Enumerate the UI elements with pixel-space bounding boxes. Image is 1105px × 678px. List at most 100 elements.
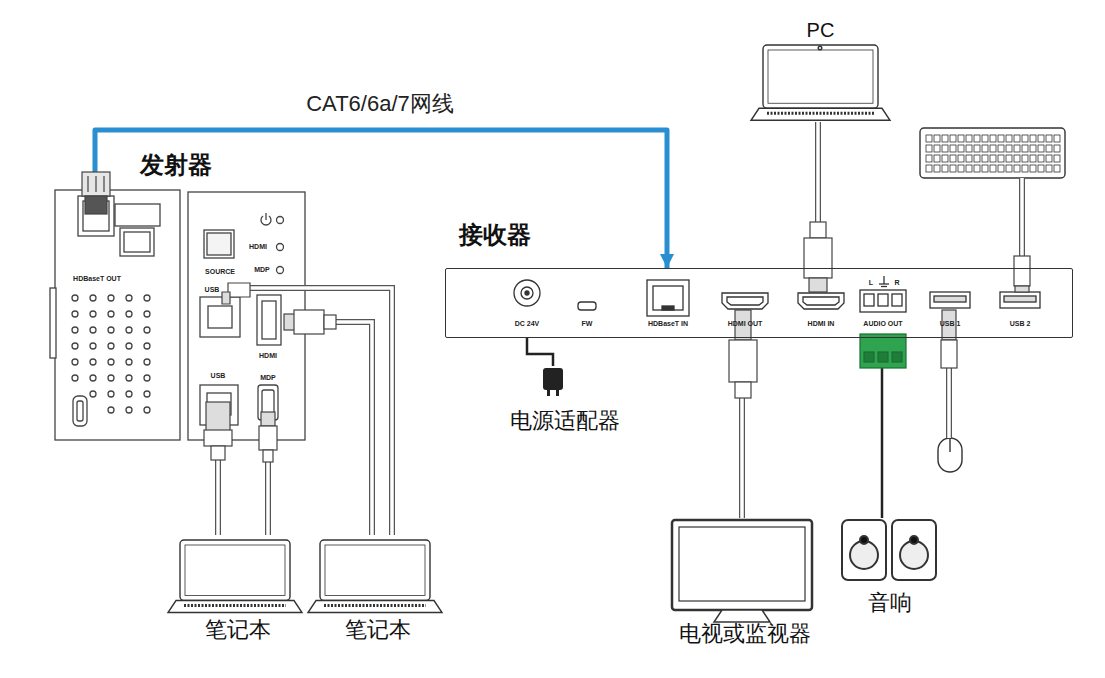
peripheral-cables-part [1019, 178, 1025, 258]
speakers-part [892, 520, 936, 580]
transmitter-side-panel-part-part [108, 327, 114, 333]
port-label: HDMI IN [808, 320, 835, 328]
usb-plug [941, 310, 957, 368]
keyboard-part-part [990, 165, 996, 172]
transmitter-side-panel-part-part [108, 359, 114, 365]
keyboard-part-part [942, 155, 948, 162]
laptops-part-part [320, 540, 430, 601]
keyboard-part-part [1030, 155, 1036, 162]
keyboard-part [920, 128, 1065, 178]
audio-terminal-plug-part [892, 352, 902, 362]
port-label: HDMI [259, 352, 277, 360]
hdmi-plug [804, 222, 832, 292]
keyboard-part-part [998, 155, 1004, 162]
transmitter-side-panel-part-part [144, 375, 150, 381]
transmitter-side-panel-part-part [108, 343, 114, 349]
keyboard-part-part [1014, 165, 1020, 172]
keyboard-part-part [1014, 155, 1020, 162]
port-label: DC 24V [515, 320, 540, 328]
receiver-ports-part [803, 297, 839, 305]
rj45-plug-part [85, 196, 107, 214]
keyboard-part [926, 135, 1060, 172]
network-cable [95, 130, 667, 268]
transmitter-side-panel-part-part [144, 327, 150, 333]
receiver-ports-part [578, 302, 596, 310]
peripheral-cables-part [1020, 178, 1024, 258]
port-label: HDBaseT IN [648, 320, 688, 328]
transmitter-side-panel-part-part [108, 311, 114, 317]
monitor-part [672, 520, 812, 610]
port-label: HDBaseT OUT [73, 275, 121, 283]
power-adapter-icon-part [556, 390, 559, 396]
mouse-part [949, 438, 950, 452]
keyboard-part-part [990, 145, 996, 152]
keyboard-part-part [998, 145, 1004, 152]
rj45-plug-part [103, 176, 104, 192]
laptops-part-part [751, 108, 890, 120]
keyboard-part-part [950, 145, 956, 152]
transmitter-side-panel-part-part [90, 375, 96, 381]
cable-core [307, 322, 372, 535]
keyboard-part-part [926, 145, 932, 152]
transmitter-side-panel-part-part [72, 359, 78, 365]
device-heading: 发射器 [140, 151, 212, 180]
receiver-ports-part [883, 276, 884, 284]
keyboard-part-part [1054, 145, 1060, 152]
speakers [842, 520, 936, 580]
keyboard-part-part [1038, 155, 1044, 162]
transmitter-side-panel-part-part [72, 343, 78, 349]
port-label: USB [205, 286, 220, 294]
transmitter-side-panel-part-part [126, 327, 132, 333]
receiver-ports-part [662, 306, 674, 310]
keyboard-part-part [1054, 135, 1060, 142]
speakers-part [850, 541, 878, 569]
keyboard-part-part [1046, 135, 1052, 142]
receiver-ports-part [722, 293, 768, 309]
usb-plug-part [204, 430, 232, 446]
receiver-ports-part [864, 294, 874, 306]
keyboard-part-part [950, 155, 956, 162]
keyboard-part-part [966, 145, 972, 152]
laptop: 笔记本 [168, 535, 308, 653]
transmitter-side-panel-part-part [126, 359, 132, 365]
transmitter-front-panel [188, 192, 305, 440]
monitor [672, 520, 812, 622]
keyboard-part-part [998, 165, 1004, 172]
transmitter-side-panel-part-part [108, 295, 114, 301]
receiver: 接收器 [445, 268, 1073, 338]
usb-plug-part [1014, 256, 1030, 286]
transmitter-side-panel-part-part [144, 343, 150, 349]
transmitter: 发射器 [55, 185, 307, 440]
receiver-ports-part [881, 286, 887, 287]
port-label: R [894, 279, 899, 287]
keyboard-part-part [958, 155, 964, 162]
transmitter-side-panel-part-part [90, 311, 96, 317]
audio-terminal-plug [860, 334, 906, 368]
peripheral-cables-part [246, 286, 307, 290]
power-adapter-icon-part [543, 368, 563, 390]
usb-plug-part [228, 283, 250, 297]
laptops-part-part [168, 601, 302, 613]
power-adapter-icon-part [547, 390, 550, 396]
transmitter-side-panel-part-part [90, 391, 96, 397]
laptop: 笔记本 [308, 535, 448, 653]
keyboard-part-part [982, 135, 988, 142]
keyboard-part-part [934, 155, 940, 162]
pc: PC [758, 18, 883, 122]
keyboard-part-part [974, 155, 980, 162]
keyboard-part-part [982, 155, 988, 162]
keyboard-part-part [1046, 155, 1052, 162]
port-label: SOURCE [205, 268, 235, 276]
receiver-ports-part [1004, 296, 1036, 302]
laptops-part-part [324, 604, 426, 607]
laptops-part-part [768, 50, 873, 103]
keyboard-part-part [1030, 165, 1036, 172]
transmitter-side-panel-part-part [72, 375, 78, 381]
keyboard-part-part [974, 145, 980, 152]
receiver-ports-part [514, 280, 540, 306]
keyboard-part-part [1046, 165, 1052, 172]
network-cable [95, 130, 667, 268]
hdmi-plug [284, 310, 336, 334]
keyboard-part-part [1054, 165, 1060, 172]
